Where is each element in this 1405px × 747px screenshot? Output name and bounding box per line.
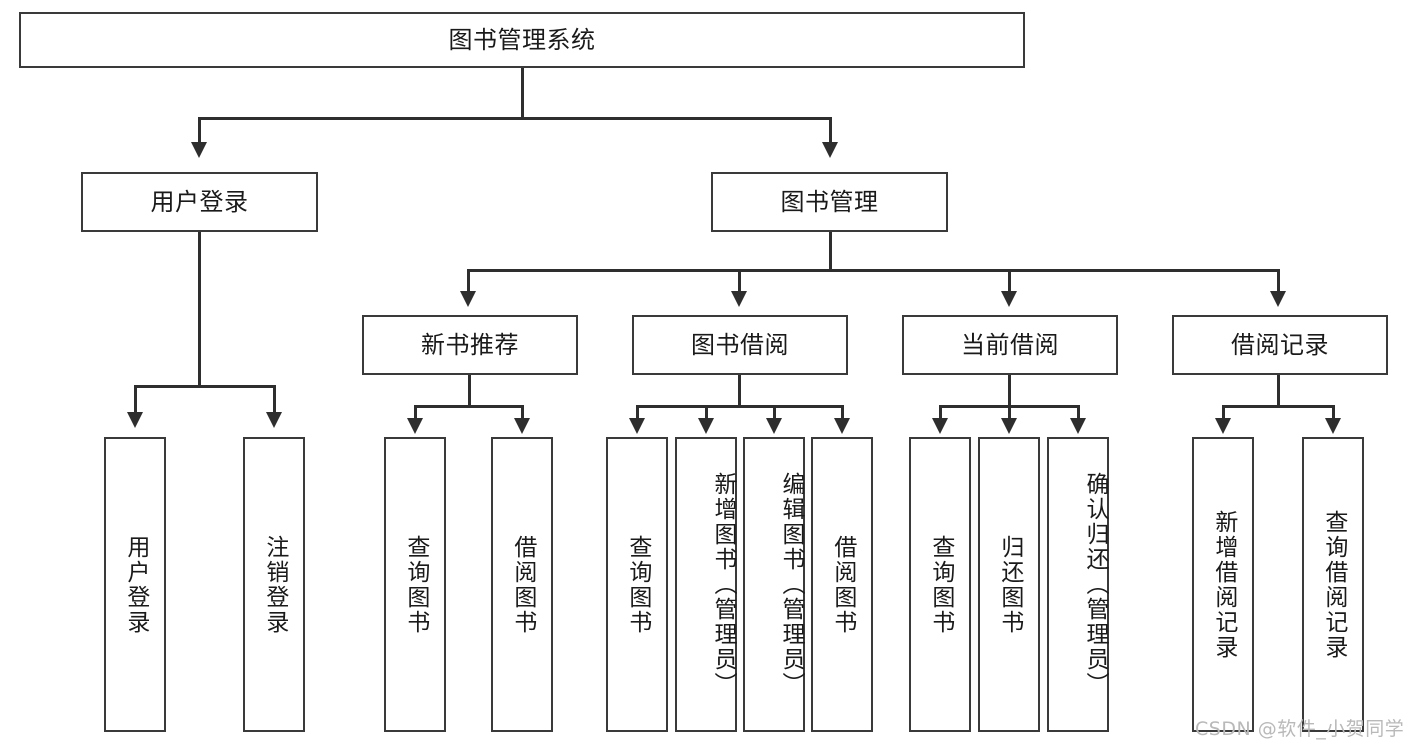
arrow-to-leaf-user-login (127, 412, 143, 428)
arrow-to-leaf-edit-book (766, 418, 782, 434)
node-label: 借阅记录 (1231, 330, 1329, 359)
arrow-to-new-book-recommend (460, 291, 476, 307)
node-current-borrow[interactable]: 当前借阅 (902, 315, 1118, 375)
node-label: 确认归还（管理员） (1082, 472, 1108, 697)
edge-new-book-to-leaf2 (521, 405, 524, 421)
node-leaf-query-book-1[interactable]: 查询图书 (384, 437, 446, 732)
node-label: 图书借阅 (691, 330, 789, 359)
node-label: 用户登录 (122, 534, 149, 635)
arrow-to-leaf-borrow-book-1 (514, 418, 530, 434)
watermark-text: CSDN @软件_小贺同学 (1195, 718, 1405, 740)
node-book-borrow[interactable]: 图书借阅 (632, 315, 848, 375)
node-label: 查询图书 (402, 534, 429, 635)
node-label: 图书管理系统 (448, 25, 596, 54)
node-book-management[interactable]: 图书管理 (711, 172, 948, 232)
node-leaf-query-book-2[interactable]: 查询图书 (606, 437, 668, 732)
arrow-to-user-login (191, 142, 207, 158)
arrow-to-leaf-add-book (698, 418, 714, 434)
node-leaf-return-book[interactable]: 归还图书 (978, 437, 1040, 732)
node-book-management-system[interactable]: 图书管理系统 (19, 12, 1025, 68)
node-label: 新增图书（管理员） (710, 472, 736, 697)
edge-root-down (521, 68, 524, 119)
node-label: 查询借阅记录 (1320, 509, 1347, 660)
edge-bm-to-new-book (467, 269, 470, 294)
arrow-to-leaf-query-book-1 (407, 418, 423, 434)
edge-user-login-to-leaf1 (134, 385, 137, 415)
node-label: 新书推荐 (421, 330, 519, 359)
edge-new-book-down (468, 375, 471, 408)
node-leaf-add-book[interactable]: 新增图书（管理员） (675, 437, 737, 732)
node-leaf-query-record[interactable]: 查询借阅记录 (1302, 437, 1364, 732)
edge-bm-to-book-borrow (738, 269, 741, 294)
edge-user-login-down (198, 232, 201, 387)
node-new-book-recommend[interactable]: 新书推荐 (362, 315, 578, 375)
node-label: 查询图书 (624, 534, 651, 635)
edge-bb-to-leaf1 (636, 405, 639, 421)
arrow-to-book-borrow (731, 291, 747, 307)
edge-borrow-record-down (1277, 375, 1280, 408)
arrow-to-leaf-logout (266, 412, 282, 428)
node-label: 新增借阅记录 (1210, 509, 1237, 660)
arrow-to-leaf-return-book (1001, 418, 1017, 434)
edge-br-to-leaf2 (1332, 405, 1335, 421)
edge-book-borrow-bus (636, 405, 844, 408)
edge-user-login-to-leaf2 (273, 385, 276, 415)
node-label: 借阅图书 (829, 534, 856, 635)
edge-br-to-leaf1 (1222, 405, 1225, 421)
edge-cb-to-leaf3 (1077, 405, 1080, 421)
edge-bb-to-leaf4 (841, 405, 844, 421)
edge-root-bus (198, 117, 832, 120)
arrow-to-leaf-borrow-book-2 (834, 418, 850, 434)
csdn-watermark: CSDN @软件_小贺同学 (1195, 714, 1404, 741)
edge-current-borrow-down (1008, 375, 1011, 408)
edge-book-management-bus (467, 269, 1280, 272)
node-leaf-user-login[interactable]: 用户登录 (104, 437, 166, 732)
node-label: 借阅图书 (509, 534, 536, 635)
node-label: 归还图书 (996, 534, 1023, 635)
edge-root-to-user-login (198, 117, 201, 146)
edge-book-management-down (829, 232, 832, 272)
edge-user-login-bus (134, 385, 276, 388)
arrow-to-leaf-query-book-3 (932, 418, 948, 434)
node-leaf-logout[interactable]: 注销登录 (243, 437, 305, 732)
arrow-to-borrow-record (1270, 291, 1286, 307)
edge-new-book-bus (414, 405, 524, 408)
edge-bb-to-leaf3 (773, 405, 776, 421)
node-borrow-record[interactable]: 借阅记录 (1172, 315, 1388, 375)
node-label: 查询图书 (927, 534, 954, 635)
node-leaf-borrow-book-1[interactable]: 借阅图书 (491, 437, 553, 732)
node-label: 当前借阅 (961, 330, 1059, 359)
arrow-to-leaf-confirm-return (1070, 418, 1086, 434)
node-leaf-add-record[interactable]: 新增借阅记录 (1192, 437, 1254, 732)
edge-book-borrow-down (738, 375, 741, 408)
edge-new-book-to-leaf1 (414, 405, 417, 421)
edge-bb-to-leaf2 (705, 405, 708, 421)
node-leaf-confirm-return[interactable]: 确认归还（管理员） (1047, 437, 1109, 732)
edge-bm-to-current-borrow (1008, 269, 1011, 294)
node-label: 注销登录 (261, 534, 288, 635)
node-label: 用户登录 (150, 187, 249, 216)
node-user-login[interactable]: 用户登录 (81, 172, 318, 232)
node-label: 编辑图书（管理员） (778, 472, 804, 697)
arrow-to-book-management (822, 142, 838, 158)
arrow-to-leaf-query-book-2 (629, 418, 645, 434)
edge-borrow-record-bus (1222, 405, 1335, 408)
edge-root-to-book-management (829, 117, 832, 146)
node-label: 图书管理 (780, 187, 879, 216)
edge-cb-to-leaf2 (1008, 405, 1011, 421)
arrow-to-current-borrow (1001, 291, 1017, 307)
arrow-to-leaf-query-record (1325, 418, 1341, 434)
node-leaf-edit-book[interactable]: 编辑图书（管理员） (743, 437, 805, 732)
arrow-to-leaf-add-record (1215, 418, 1231, 434)
node-leaf-borrow-book-2[interactable]: 借阅图书 (811, 437, 873, 732)
edge-cb-to-leaf1 (939, 405, 942, 421)
edge-bm-to-borrow-record (1277, 269, 1280, 294)
node-leaf-query-book-3[interactable]: 查询图书 (909, 437, 971, 732)
